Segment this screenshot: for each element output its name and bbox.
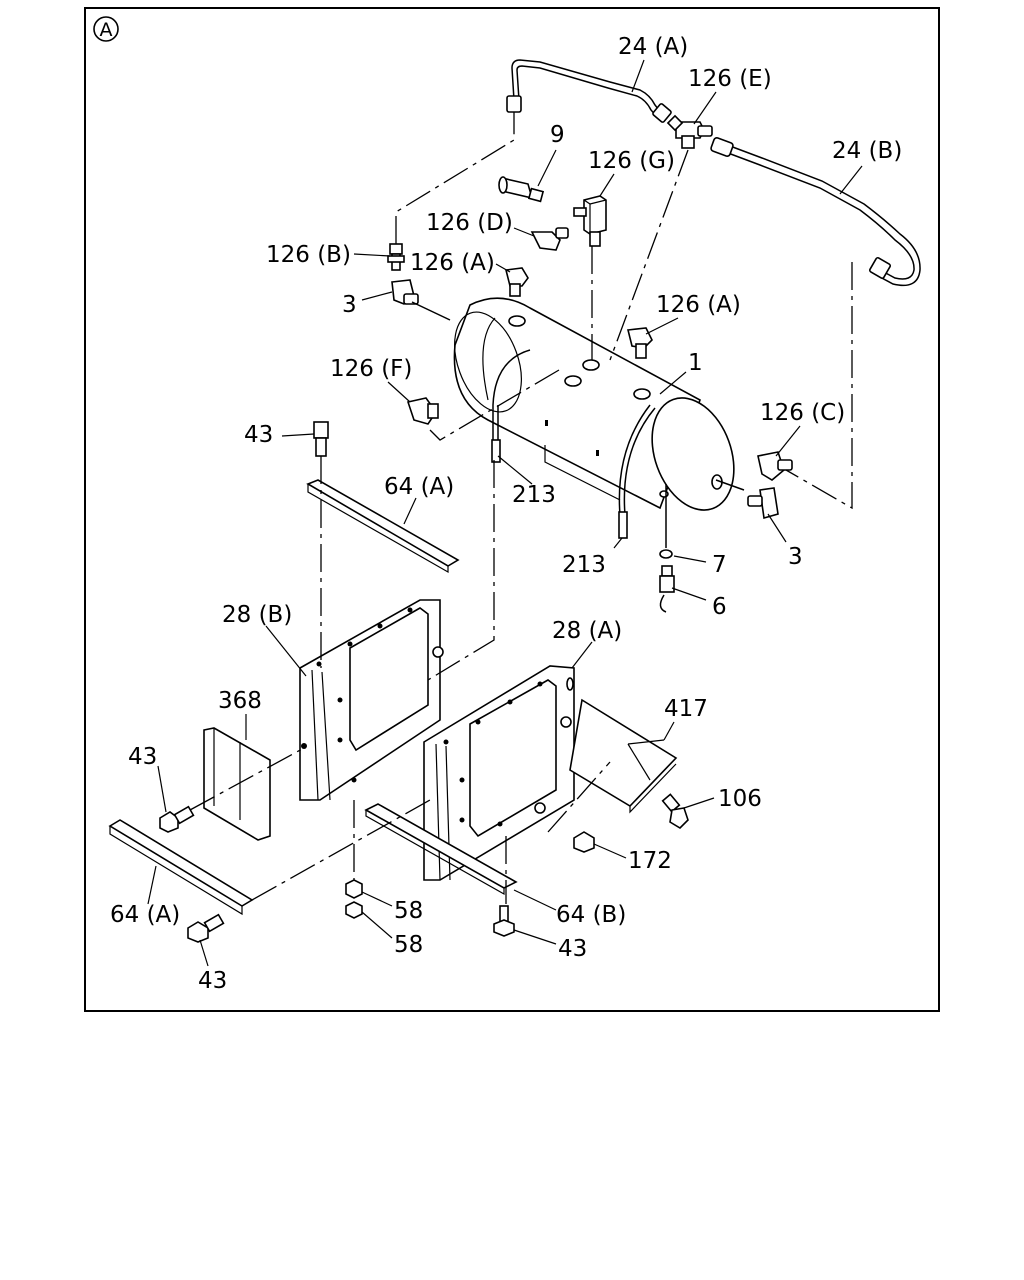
callout-126a-upper: 126 (A) — [410, 250, 495, 276]
callout-106: 106 — [718, 786, 762, 812]
strap-213-left — [491, 349, 531, 463]
callout-6: 6 — [712, 594, 727, 620]
bolt-43-lower — [493, 905, 515, 937]
sensor-9 — [498, 176, 545, 203]
callout-43-left: 43 — [128, 744, 157, 770]
pipe-24a — [506, 59, 672, 123]
callout-126a-right: 126 (A) — [656, 292, 741, 318]
plate-417 — [569, 698, 678, 814]
strip-64a-lower — [108, 819, 254, 916]
fitting-126e — [666, 114, 713, 149]
callout-43-lower: 43 — [558, 936, 587, 962]
callout-126d: 126 (D) — [426, 210, 513, 236]
bracket-28b — [299, 599, 444, 801]
callout-126g: 126 (G) — [588, 148, 675, 174]
diagram-frame — [84, 7, 940, 1012]
callout-28b: 28 (B) — [222, 602, 292, 628]
strip-64b — [364, 803, 518, 896]
assembly-lines — [189, 112, 853, 904]
callout-7: 7 — [712, 552, 727, 578]
callout-64b: 64 (B) — [556, 902, 626, 928]
bolt-106 — [661, 793, 689, 830]
callout-126b: 126 (B) — [266, 242, 351, 268]
fitting-126f — [406, 397, 439, 425]
nut-58-lower — [345, 901, 363, 919]
nut-172 — [573, 831, 595, 853]
callout-43-upper: 43 — [244, 422, 273, 448]
callout-64a-lower: 64 (A) — [110, 902, 180, 928]
leader-lines — [147, 59, 863, 967]
callout-1: 1 — [688, 350, 703, 376]
callout-368: 368 — [218, 688, 262, 714]
washer-7 — [659, 549, 673, 559]
callout-28a: 28 (A) — [552, 618, 622, 644]
callout-417: 417 — [664, 696, 708, 722]
pipe-24b — [710, 137, 921, 287]
bracket-28a — [423, 665, 575, 881]
callout-9: 9 — [550, 122, 565, 148]
fitting-126d — [530, 227, 569, 251]
fitting-126b — [387, 243, 405, 271]
callout-126c: 126 (C) — [760, 400, 845, 426]
bolt-43-lower-left — [187, 913, 225, 943]
callout-43-lower-left: 43 — [198, 968, 227, 994]
drain-valve-6 — [659, 565, 675, 613]
section-marker-label: A — [100, 19, 113, 41]
fitting-126a-upper — [505, 267, 529, 297]
callout-24a: 24 (A) — [618, 34, 688, 60]
callout-3-lower: 3 — [788, 544, 803, 570]
elbow-3-upper — [391, 279, 419, 305]
callout-213-right: 213 — [562, 552, 606, 578]
bolt-43-upper — [313, 421, 329, 457]
fitting-126g — [573, 195, 607, 247]
callout-213-left: 213 — [512, 482, 556, 508]
callout-3-upper: 3 — [342, 292, 357, 318]
nut-58-upper — [345, 879, 363, 899]
strap-213-right — [618, 404, 656, 539]
callout-labels: 24 (A) 126 (E) 24 (B) 9 126 (G) 126 (D) … — [110, 34, 902, 994]
fitting-126a-right — [627, 327, 653, 359]
callout-64a-upper: 64 (A) — [384, 474, 454, 500]
air-tank-1 — [453, 297, 735, 511]
callout-126f: 126 (F) — [330, 356, 412, 382]
callout-172: 172 — [628, 848, 672, 874]
callout-58-lower: 58 — [394, 932, 423, 958]
fitting-126c — [757, 451, 793, 481]
strip-64a-upper — [306, 479, 460, 574]
section-marker: A — [93, 16, 119, 42]
callout-58-upper: 58 — [394, 898, 423, 924]
bolt-43-left — [159, 805, 195, 833]
elbow-3-lower — [747, 487, 779, 520]
callout-126e: 126 (E) — [688, 66, 772, 92]
callout-24b: 24 (B) — [832, 138, 902, 164]
